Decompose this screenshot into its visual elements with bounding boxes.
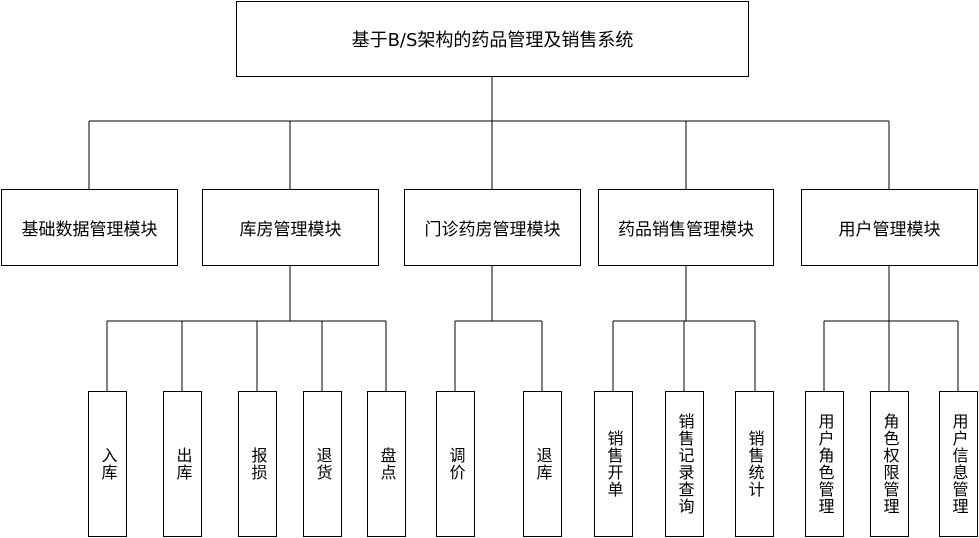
leaf-label: 盘点 bbox=[377, 447, 397, 481]
root-node: 基于B/S架构的药品管理及销售系统 bbox=[236, 1, 749, 77]
leaf-label: 退货 bbox=[313, 447, 333, 481]
leaf-user-info-management: 用户信息管理 bbox=[939, 391, 978, 537]
leaf-label: 销售统计 bbox=[745, 430, 765, 498]
leaf-damage-report: 报损 bbox=[238, 391, 277, 537]
module-label: 基础数据管理模块 bbox=[21, 220, 158, 240]
module-label: 用户管理模块 bbox=[838, 220, 941, 240]
leaf-label: 销售记录查询 bbox=[675, 413, 695, 515]
module-outpatient-pharmacy: 门诊药房管理模块 bbox=[404, 189, 581, 266]
leaf-sales-statistics: 销售统计 bbox=[735, 391, 774, 537]
leaf-price-adjust: 调价 bbox=[436, 391, 475, 537]
root-label: 基于B/S架构的药品管理及销售系统 bbox=[351, 30, 634, 51]
module-label: 库房管理模块 bbox=[239, 220, 342, 240]
leaf-label: 用户角色管理 bbox=[815, 413, 835, 515]
leaf-label: 用户信息管理 bbox=[949, 413, 969, 515]
leaf-inventory-check: 盘点 bbox=[367, 391, 406, 537]
leaf-stock-in: 入库 bbox=[88, 391, 127, 537]
leaf-user-role-management: 用户角色管理 bbox=[805, 391, 844, 537]
leaf-label: 退库 bbox=[533, 447, 553, 481]
leaf-label: 报损 bbox=[248, 447, 268, 481]
leaf-return-stock: 退库 bbox=[523, 391, 562, 537]
leaf-label: 角色权限管理 bbox=[880, 413, 900, 515]
module-warehouse: 库房管理模块 bbox=[202, 189, 379, 266]
leaf-return-goods: 退货 bbox=[303, 391, 342, 537]
module-label: 门诊药房管理模块 bbox=[424, 220, 561, 240]
leaf-label: 调价 bbox=[446, 447, 466, 481]
leaf-label: 销售开单 bbox=[604, 430, 624, 498]
module-user: 用户管理模块 bbox=[801, 189, 978, 266]
leaf-label: 入库 bbox=[98, 447, 118, 481]
leaf-label: 出库 bbox=[173, 447, 193, 481]
module-label: 药品销售管理模块 bbox=[618, 220, 754, 240]
module-drug-sales: 药品销售管理模块 bbox=[598, 189, 774, 266]
leaf-role-permission-management: 角色权限管理 bbox=[870, 391, 909, 537]
leaf-sales-record-query: 销售记录查询 bbox=[665, 391, 704, 537]
leaf-sales-order: 销售开单 bbox=[594, 391, 633, 537]
module-basic-data: 基础数据管理模块 bbox=[1, 189, 178, 266]
leaf-stock-out: 出库 bbox=[163, 391, 202, 537]
